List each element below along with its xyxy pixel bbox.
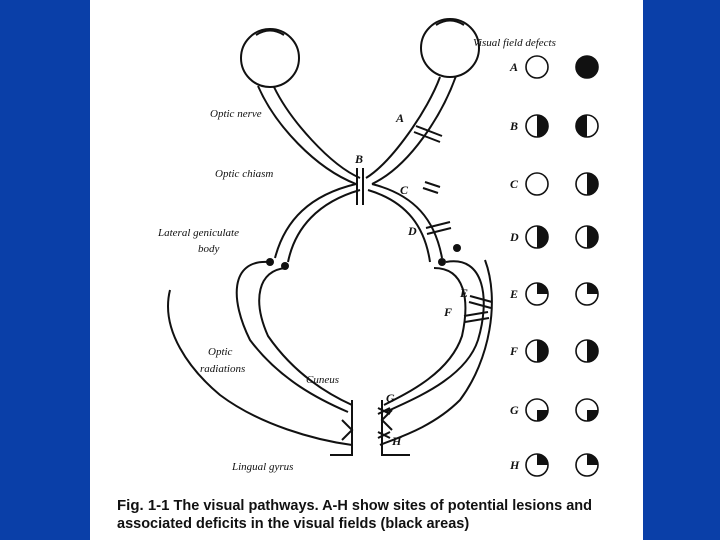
label-optic-chiasm: Optic chiasm — [215, 168, 273, 180]
field-b-right-defect — [576, 115, 587, 137]
left-optic-nerve — [273, 86, 361, 179]
field-row-letter-b: B — [509, 119, 518, 133]
right-meyer-loop — [379, 259, 493, 446]
label-lgb-body: body — [198, 243, 220, 255]
field-f-right-defect — [587, 340, 598, 362]
field-c-left-eye — [525, 172, 549, 196]
field-row-letter-a: A — [509, 60, 518, 74]
lesion-mark-h — [377, 431, 391, 439]
right-cornea — [435, 19, 465, 26]
lesion-mark-e — [468, 295, 493, 309]
right-lgb-dot — [438, 258, 446, 266]
lesion-mark-a — [413, 125, 443, 143]
left-optic-nerve-inner — [257, 85, 357, 185]
lesion-mark-g — [377, 407, 391, 415]
left-meyer-loop — [167, 289, 353, 446]
field-b-left-defect — [537, 115, 548, 137]
left-lgb-dot — [266, 258, 274, 266]
field-row-letter-g: G — [510, 403, 519, 417]
site-letter-c: C — [400, 183, 409, 197]
left-eyeball — [240, 28, 300, 88]
right-optic-tract-inner — [367, 189, 431, 263]
field-row-letter-f: F — [509, 344, 518, 358]
field-a-right-eye — [575, 55, 599, 79]
site-letter-h: H — [391, 434, 402, 448]
field-e-left-defect — [537, 283, 548, 294]
field-g-left-defect — [537, 410, 548, 421]
label-visual-field-defects: Visual field defects — [473, 37, 556, 49]
label-cuneus: Cuneus — [306, 374, 339, 386]
lesion-mark-c — [422, 181, 441, 194]
right-optic-nerve — [365, 76, 441, 179]
left-optic-tract-inner — [287, 189, 361, 263]
right-lgb-dot-2 — [453, 244, 461, 252]
caption-text: The visual pathways. A-H show sites of p… — [117, 498, 592, 532]
field-g-right-defect — [587, 410, 598, 421]
right-occipital-wall — [381, 400, 410, 456]
field-row-letter-e: E — [509, 287, 518, 301]
left-calcarine — [341, 419, 354, 441]
field-e-right-defect — [587, 283, 598, 294]
left-optic-radiation-outer — [235, 260, 349, 413]
field-f-left-defect — [537, 340, 548, 362]
right-optic-tract — [371, 183, 443, 259]
field-row-letter-c: C — [510, 177, 519, 191]
left-lgb-dot-2 — [281, 262, 289, 270]
visual-pathways-figure: Visual field defects Optic nerve Optic c… — [90, 0, 643, 540]
lesion-mark-d — [425, 221, 452, 235]
right-optic-radiation-outer — [385, 260, 485, 413]
label-optic-nerve: Optic nerve — [210, 108, 262, 120]
label-optic: Optic — [208, 346, 233, 358]
site-letter-a: A — [395, 111, 404, 125]
field-h-right-defect — [587, 454, 598, 465]
left-optic-tract — [274, 183, 357, 259]
label-lateral-geniculate: Lateral geniculate — [157, 227, 239, 239]
field-a-left-eye — [525, 55, 549, 79]
site-letter-e: E — [459, 286, 468, 300]
lesion-mark-f — [463, 311, 490, 323]
label-radiations: radiations — [200, 363, 245, 375]
site-letter-f: F — [443, 305, 452, 319]
field-c-right-defect — [587, 173, 598, 195]
field-d-right-defect — [587, 226, 598, 248]
visual-field-grid: A B C D E F G H — [509, 55, 599, 477]
site-letter-b: B — [354, 152, 363, 166]
left-optic-radiation-inner — [258, 267, 353, 406]
right-optic-nerve-inner — [371, 75, 457, 185]
left-cornea — [255, 29, 285, 36]
right-eyeball — [420, 18, 480, 78]
field-d-left-defect — [537, 226, 548, 248]
site-letter-d: D — [407, 224, 417, 238]
figure-caption: Fig. 1-1 The visual pathways. A-H show s… — [117, 497, 637, 533]
label-lingual-gyrus: Lingual gyrus — [231, 461, 293, 473]
field-row-letter-h: H — [509, 458, 520, 472]
lesion-mark-b — [356, 168, 364, 205]
left-occipital-wall — [330, 400, 353, 456]
field-h-left-defect — [537, 454, 548, 465]
visual-pathways-diagram: Visual field defects Optic nerve Optic c… — [157, 18, 599, 477]
caption-fig-number: Fig. 1-1 — [117, 497, 170, 514]
site-letter-g: G — [386, 391, 395, 405]
field-row-letter-d: D — [509, 230, 519, 244]
right-optic-radiation-inner — [383, 267, 467, 406]
